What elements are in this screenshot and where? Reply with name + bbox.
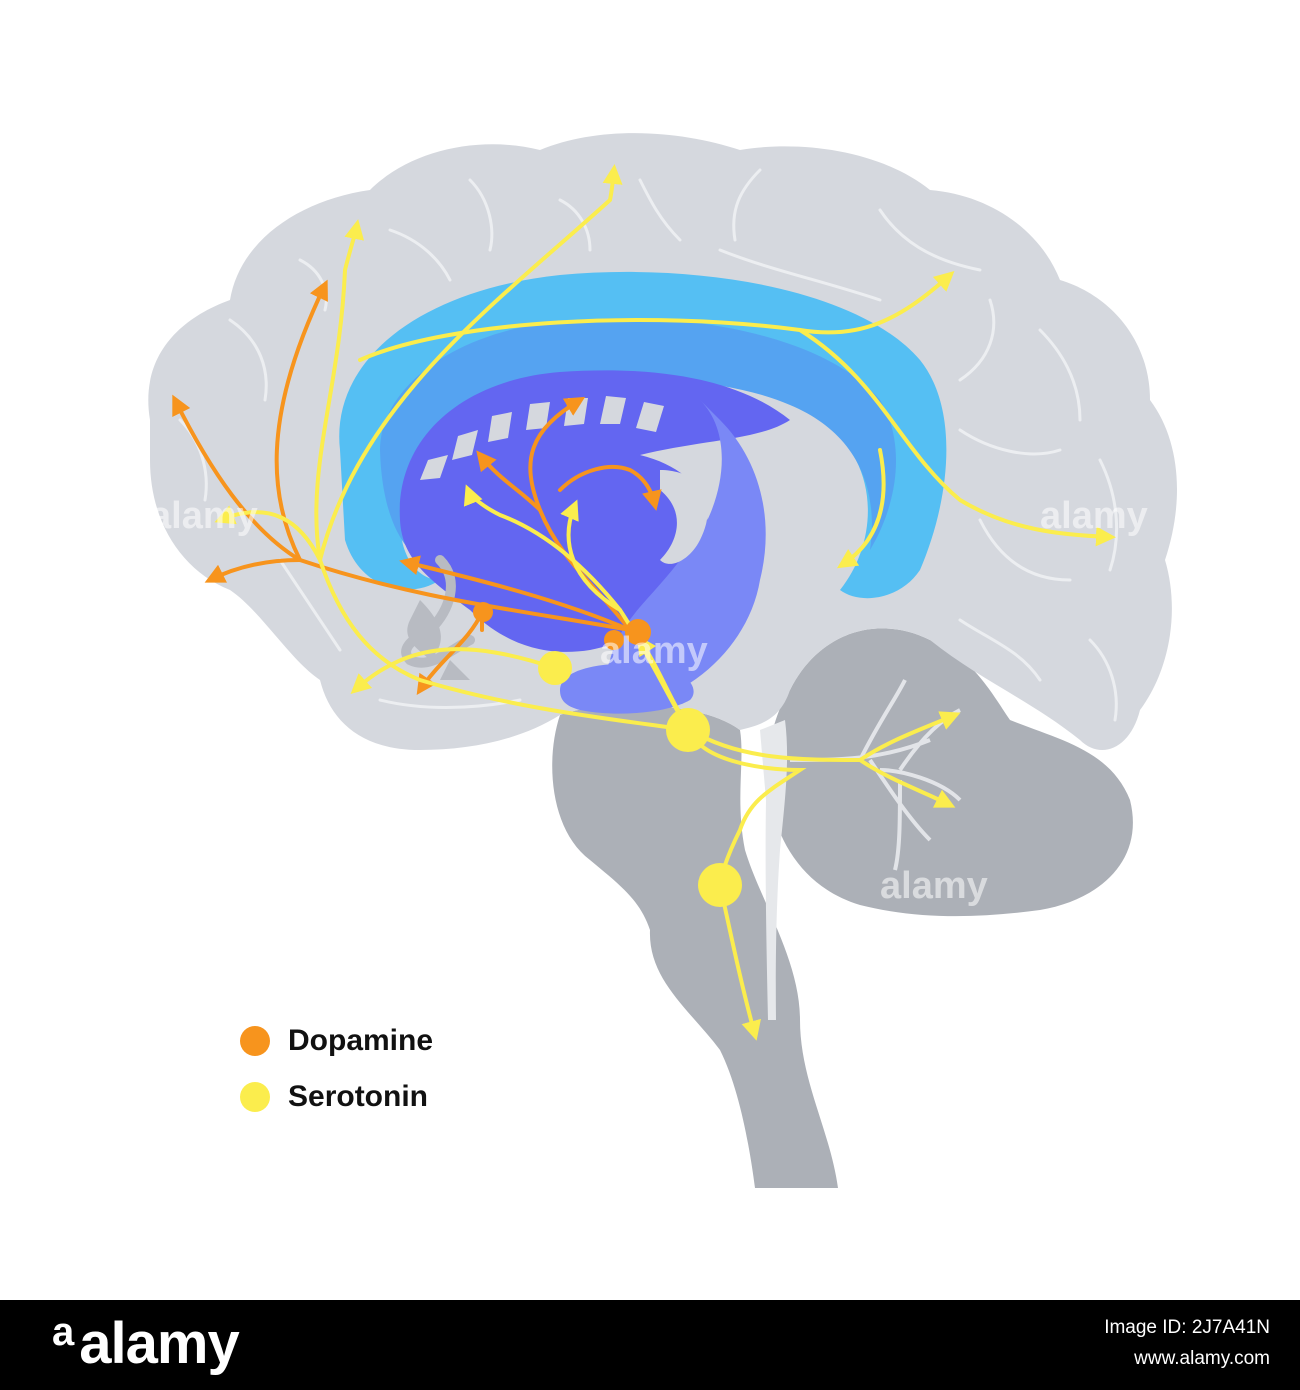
site-url: www.alamy.com (1134, 1348, 1270, 1369)
watermark: alamy (600, 630, 708, 672)
alamy-mark-icon: a (52, 1310, 74, 1354)
alamy-wordmark: alamy (79, 1311, 239, 1376)
legend-item-dopamine: Dopamine (240, 1020, 433, 1062)
dopamine-nucleus-small (604, 630, 624, 650)
fornix (399, 370, 790, 652)
legend-label: Serotonin (288, 1080, 428, 1113)
footer-info: Image ID: 2J7A41N www.alamy.com (1104, 1312, 1270, 1374)
serotonin-nucleus-upper (538, 651, 572, 685)
septal-striations (420, 396, 664, 480)
corpus-callosum-inner (380, 318, 897, 570)
pituitary-region (401, 555, 475, 668)
legend-item-serotonin: Serotonin (240, 1076, 433, 1118)
serotonin-pathways (214, 164, 1116, 1041)
hypothalamus (407, 600, 470, 680)
dopamine-dot-icon (240, 1026, 270, 1056)
brain-neurotransmitter-diagram (148, 133, 1177, 1188)
legend: Dopamine Serotonin (240, 1020, 433, 1132)
brainstem (552, 705, 838, 1188)
serotonin-raphe-nucleus (666, 708, 710, 752)
watermark: alamy (880, 865, 988, 907)
dopamine-nucleus (625, 619, 651, 645)
lateral-ventricle (660, 470, 708, 564)
hippocampus (570, 400, 766, 710)
watermark: alamy (1040, 495, 1148, 537)
serotonin-dot-icon (240, 1082, 270, 1112)
cerebellum (768, 628, 1133, 917)
image-id: Image ID: 2J7A41N (1104, 1317, 1270, 1338)
legend-label: Dopamine (288, 1024, 434, 1057)
cerebellum-white-matter (789, 679, 962, 871)
serotonin-raphe-nucleus-lower (698, 863, 742, 907)
dopamine-nucleus-hypothalamic (473, 602, 493, 622)
watermark: alamy (150, 495, 258, 537)
